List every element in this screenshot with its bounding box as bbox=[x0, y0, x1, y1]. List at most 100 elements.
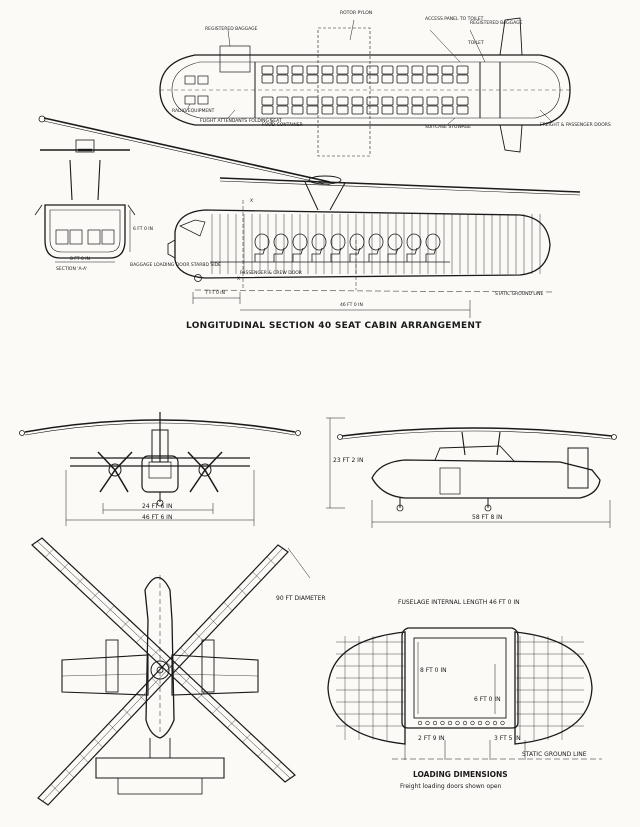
floor-fitting bbox=[455, 720, 460, 726]
seat bbox=[276, 96, 289, 106]
seat-profile bbox=[254, 247, 266, 262]
dim-length-58ft: 58 FT 8 IN bbox=[472, 514, 503, 521]
dim-46ft-long: 46 FT 0 IN bbox=[340, 303, 363, 308]
plan-view bbox=[31, 537, 311, 806]
dim-7ft: 7 FT 0 IN bbox=[205, 291, 225, 296]
front-elevation-view bbox=[19, 412, 301, 526]
cabin-seats-side bbox=[254, 247, 437, 262]
label-internal-length: FUSELAGE INTERNAL LENGTH 46 FT 0 IN bbox=[398, 599, 520, 606]
seat bbox=[426, 74, 439, 84]
cabin-window bbox=[425, 233, 441, 251]
dim-46ft-span: 46 FT 6 IN bbox=[142, 514, 173, 521]
seat-profile bbox=[311, 247, 323, 262]
fuselage-frames bbox=[211, 214, 541, 274]
seat-profile bbox=[387, 247, 399, 262]
label-passenger-crew-door: PASSENGER & CREW DOOR bbox=[240, 271, 302, 276]
label-static-ground-line-bottom: STATIC GROUND LINE bbox=[522, 751, 587, 758]
seat bbox=[456, 105, 469, 115]
dim-loading-height: 6 FT 0 IN bbox=[474, 696, 501, 703]
seat bbox=[351, 65, 364, 75]
floor-fittings bbox=[417, 720, 505, 726]
blade-tick bbox=[238, 586, 247, 596]
seat bbox=[381, 65, 394, 75]
label-static-ground-line-top: STATIC GROUND LINE bbox=[495, 292, 544, 297]
seat bbox=[306, 96, 319, 106]
blade-tick bbox=[121, 619, 130, 629]
seat bbox=[291, 96, 304, 106]
floor-fitting bbox=[492, 720, 498, 726]
subtitle-loading-doors: Freight loading doors shown open bbox=[400, 783, 502, 790]
seat bbox=[396, 74, 409, 84]
seat bbox=[411, 65, 424, 75]
caption-longitudinal-section: LONGITUDINAL SECTION 40 SEAT CABIN ARRAN… bbox=[186, 321, 482, 331]
blade-tick bbox=[136, 634, 145, 643]
cabin-window bbox=[387, 233, 403, 251]
blade-tick bbox=[273, 762, 282, 771]
dim-2ft-9in: 2 FT 9 IN bbox=[418, 735, 445, 742]
seat bbox=[381, 74, 394, 84]
seat bbox=[441, 65, 454, 75]
seat bbox=[336, 96, 349, 106]
seat bbox=[396, 65, 409, 75]
floor-fitting bbox=[432, 720, 438, 726]
seat bbox=[351, 96, 364, 106]
seat bbox=[396, 105, 409, 115]
label-rotor-pylon: ROTOR PYLON bbox=[340, 11, 373, 16]
seat bbox=[366, 65, 379, 75]
seat bbox=[306, 65, 319, 75]
blade-hatching bbox=[45, 548, 282, 793]
cabin-window bbox=[406, 233, 422, 251]
rotor-blade-line-1 bbox=[43, 117, 331, 183]
dim-section-height: 6 FT 0 IN bbox=[133, 227, 153, 232]
seat-profile bbox=[349, 247, 361, 262]
blade-tick bbox=[212, 705, 221, 714]
blade-tick bbox=[75, 577, 85, 586]
dim-height-23ft: 23 FT 2 IN bbox=[333, 457, 364, 464]
floor-fitting bbox=[462, 720, 468, 726]
blade-tick bbox=[180, 647, 189, 656]
floor-fitting bbox=[500, 720, 505, 726]
cabin-window bbox=[273, 233, 289, 251]
title-loading-dimensions: LOADING DIMENSIONS bbox=[413, 770, 508, 779]
seat bbox=[456, 74, 469, 84]
seat bbox=[306, 105, 319, 115]
floor-fitting bbox=[477, 720, 483, 726]
blade-tick bbox=[252, 571, 261, 580]
floor-fitting bbox=[417, 720, 423, 726]
label-registered-baggage-fwd: REGISTERED BAGGAGE bbox=[205, 27, 258, 32]
blade-tick bbox=[223, 602, 232, 611]
label-radio-equipment: RADIO EQUIPMENT bbox=[172, 109, 215, 114]
seat-rows-lower bbox=[261, 96, 469, 115]
seat-profile bbox=[292, 247, 304, 262]
blade-tick bbox=[65, 769, 74, 778]
label-freight-passenger-doors: FREIGHT & PASSENGER DOORS bbox=[540, 123, 611, 128]
blade-tick bbox=[258, 747, 267, 757]
label-access-panel: ACCESS PANEL TO TOILET bbox=[425, 17, 484, 22]
floor-fitting bbox=[425, 720, 430, 726]
seat-profile bbox=[406, 247, 418, 262]
seat bbox=[441, 74, 454, 84]
label-suitcase-stowage: SUITCASE STOWAGE bbox=[425, 125, 471, 130]
seat bbox=[381, 105, 394, 115]
seat bbox=[291, 65, 304, 75]
seat bbox=[276, 74, 289, 84]
cabin-window bbox=[292, 233, 308, 251]
label-toilet: TOILET bbox=[468, 41, 484, 46]
floor-fitting bbox=[470, 720, 475, 726]
seat-profile bbox=[368, 247, 380, 262]
section-a-a-view bbox=[34, 139, 136, 263]
cabin-window bbox=[254, 233, 270, 251]
seat bbox=[456, 96, 469, 106]
seat-profile bbox=[273, 247, 285, 262]
blade-tick bbox=[166, 662, 176, 671]
marker-x-1: X bbox=[250, 199, 254, 204]
blade-tick bbox=[227, 719, 236, 728]
seat bbox=[336, 65, 349, 75]
seat bbox=[321, 96, 334, 106]
seat bbox=[366, 96, 379, 106]
blade-tick bbox=[79, 753, 88, 763]
label-section-a-a: SECTION 'A-A' bbox=[56, 267, 88, 272]
blade-tick bbox=[122, 708, 132, 717]
